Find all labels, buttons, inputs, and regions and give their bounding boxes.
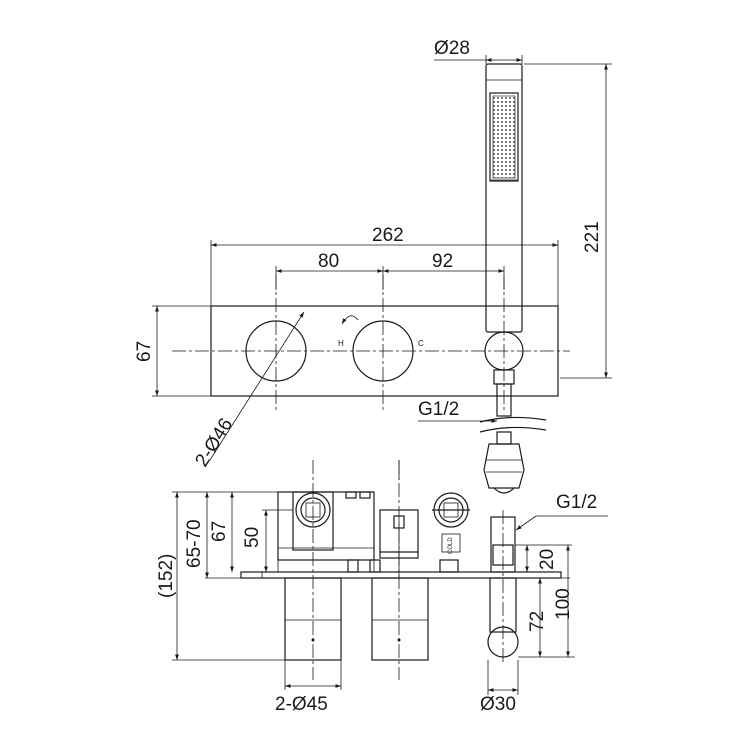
- side-view: COLD G1/2 (152) 65-70 67: [156, 460, 608, 715]
- spacing-right-label: 92: [432, 251, 453, 272]
- handset-length-label: 221: [582, 221, 603, 253]
- front-view: 2-Ø46 H C G1/2: [134, 38, 612, 494]
- hot-mark: H: [338, 339, 344, 348]
- right-handle: [371, 577, 429, 661]
- holder-depth-label: 72: [527, 611, 548, 632]
- cold-tag: COLD: [448, 537, 454, 554]
- hand-shower: [479, 63, 547, 494]
- right-knob: [352, 320, 414, 382]
- depth-body-label: 67: [209, 521, 230, 542]
- left-handle: [284, 577, 342, 661]
- hose-diameter-label: Ø28: [434, 38, 470, 59]
- holder-diameter-label: Ø30: [480, 694, 516, 715]
- rotation-arrow-icon: [341, 315, 359, 325]
- cold-mark: C: [418, 339, 424, 348]
- spacing-left-label: 80: [318, 251, 339, 272]
- elbow-depth-label: 100: [553, 588, 574, 620]
- overall-width-label: 262: [372, 225, 404, 246]
- handle-diameter-label: 2-Ø45: [275, 694, 328, 715]
- plate-height-label: 67: [134, 341, 155, 362]
- depth-inner-label: 50: [242, 527, 263, 548]
- outlet-thread-front-label: G1/2: [418, 399, 459, 420]
- depth-adjust-label: 65-70: [184, 519, 205, 568]
- elbow-height-label: 20: [537, 549, 558, 570]
- outlet-thread-side-label: G1/2: [556, 492, 597, 513]
- depth-total-label: (152): [156, 554, 177, 598]
- shower-head-nozzles: [492, 95, 516, 179]
- wall-plate: [240, 571, 562, 579]
- left-knob: [245, 320, 307, 382]
- knob-diameter-label: 2-Ø46: [191, 415, 237, 471]
